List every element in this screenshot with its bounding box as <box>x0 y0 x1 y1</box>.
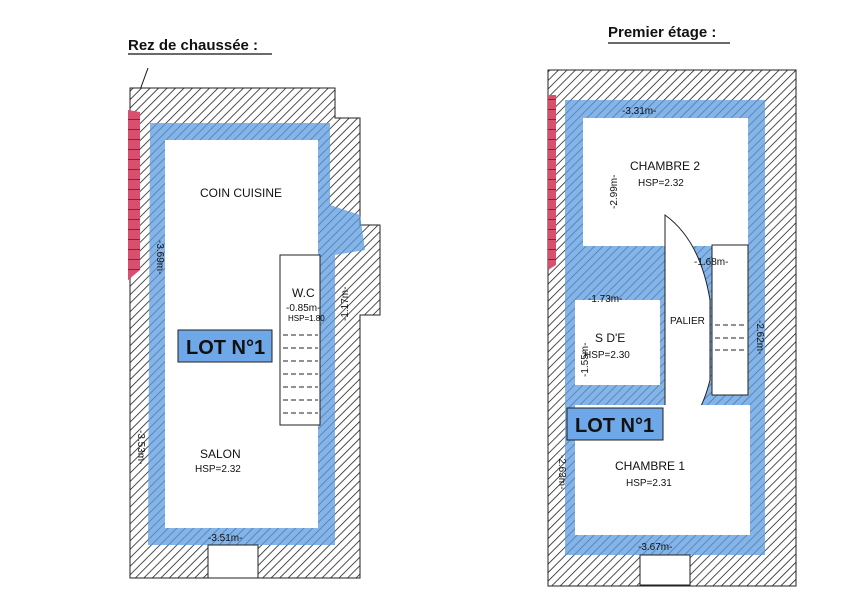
dim-bottom: -3.51m- <box>208 533 242 544</box>
salon-label: SALON <box>200 447 241 461</box>
dim-bath-width: -1.73m- <box>588 294 622 305</box>
palier-label: PALIER <box>670 316 705 327</box>
lot-badge-first <box>566 407 664 441</box>
dim-left-top: -2.99m- <box>609 175 620 209</box>
salon-hsp: HSP=2.32 <box>195 464 241 475</box>
lot-badge-ground <box>177 329 273 363</box>
dim-left-bottom: -3.53m- <box>135 430 146 464</box>
first-floor-plan: Premier étage : -3.31m- CHAMBRE 2 HSP=2.… <box>547 24 797 587</box>
dim-left-top: -3.69m- <box>154 240 165 274</box>
dim-top: -3.31m- <box>622 106 656 117</box>
window <box>207 544 259 579</box>
dim-bath-depth: -1.55m- <box>580 343 591 377</box>
wc-hsp: HSP=1.80 <box>288 314 325 323</box>
window <box>639 554 691 586</box>
dim-left-bottom: -2.63m- <box>556 455 567 489</box>
room-sde <box>575 300 660 385</box>
lot-label-first: LOT N°1 <box>575 415 654 437</box>
sde-hsp: HSP=2.30 <box>584 350 630 361</box>
chambre-1-hsp: HSP=2.31 <box>626 478 672 489</box>
wc-width-label: -0.85m- <box>286 303 320 314</box>
brick-wall <box>548 95 556 270</box>
leader-line <box>139 67 149 91</box>
dim-stair-depth: -2.62m- <box>754 320 765 354</box>
dim-bottom: -3.67m- <box>638 542 672 553</box>
brick-wall <box>128 110 140 280</box>
ground-floor-title: Rez de chaussée : <box>128 37 258 54</box>
kitchen-label: COIN CUISINE <box>200 186 282 200</box>
dim-stair: -1.68m- <box>694 257 728 268</box>
stair-steps <box>283 334 318 414</box>
chambre-2-hsp: HSP=2.32 <box>638 178 684 189</box>
stairs <box>711 244 749 396</box>
sde-label: S D'E <box>595 331 625 345</box>
chambre-2-label: CHAMBRE 2 <box>630 159 700 173</box>
wc-label: W.C <box>292 286 315 300</box>
wc-width: -1.17m- <box>340 287 351 321</box>
stairs <box>279 254 321 426</box>
first-floor-title: Premier étage : <box>608 24 716 41</box>
ground-floor-plan: Rez de chaussée : COIN CUISINE W.C -1.17… <box>128 37 381 579</box>
chambre-1-label: CHAMBRE 1 <box>615 459 685 473</box>
lot-label-ground: LOT N°1 <box>186 337 265 359</box>
stair-steps <box>715 324 745 351</box>
